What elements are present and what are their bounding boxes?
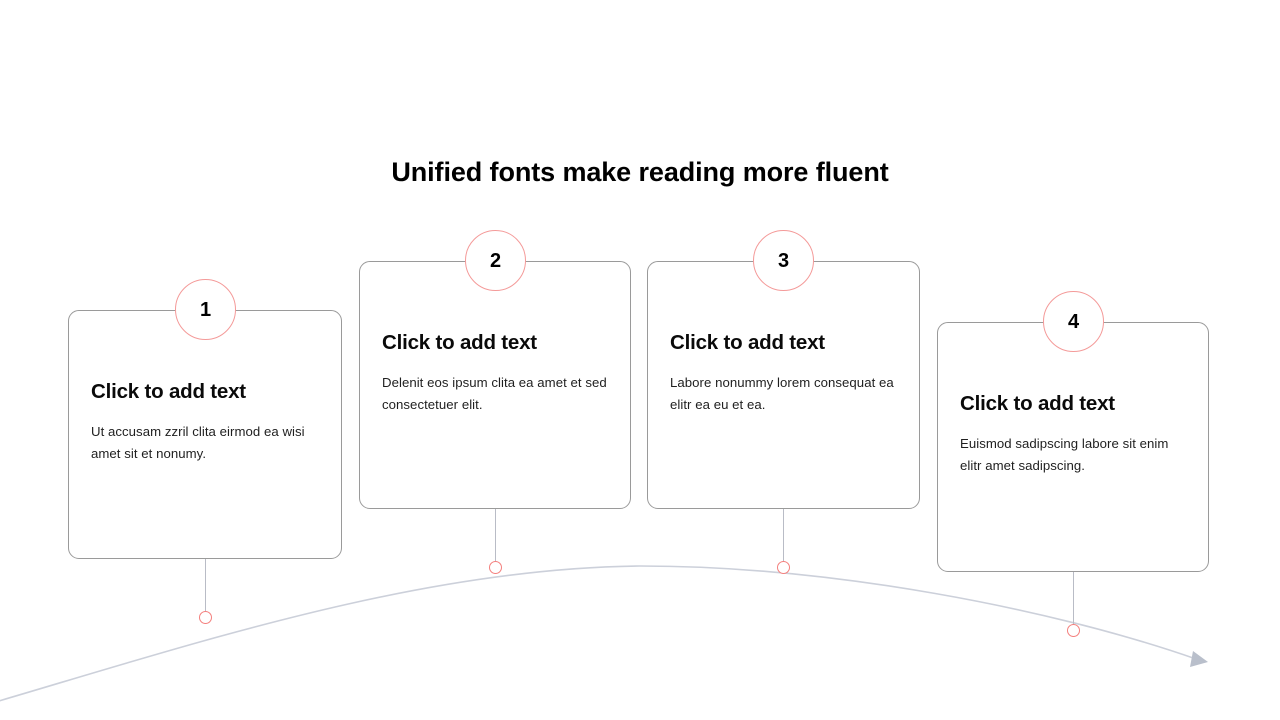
step-card-3-heading: Click to add text — [670, 331, 825, 354]
step-card-1-heading: Click to add text — [91, 380, 246, 403]
connector-line-1 — [205, 559, 206, 619]
arrow-right-icon — [1190, 651, 1208, 667]
step-card-2-heading: Click to add text — [382, 331, 537, 354]
connector-line-3 — [783, 509, 784, 569]
step-card-4-heading: Click to add text — [960, 392, 1115, 415]
step-card-3[interactable]: Click to add text Labore nonummy lorem c… — [647, 261, 920, 509]
step-badge-1-number: 1 — [199, 298, 212, 321]
timeline-node-icon-4 — [1067, 624, 1080, 637]
step-badge-4: 4 — [1043, 291, 1104, 352]
step-card-3-body: Labore nonummy lorem consequat ea elitr … — [670, 375, 894, 412]
step-card-4[interactable]: Click to add text Euismod sadipscing lab… — [937, 322, 1209, 572]
step-card-1[interactable]: Click to add text Ut accusam zzril clita… — [68, 310, 342, 559]
step-badge-3-number: 3 — [777, 249, 790, 272]
step-badge-2: 2 — [465, 230, 526, 291]
connector-line-2 — [495, 509, 496, 569]
timeline-node-icon-2 — [489, 561, 502, 574]
step-card-2-body: Delenit eos ipsum clita ea amet et sed c… — [382, 375, 607, 412]
timeline-node-icon-1 — [199, 611, 212, 624]
step-badge-1: 1 — [175, 279, 236, 340]
step-badge-2-number: 2 — [489, 249, 502, 272]
step-card-1-body: Ut accusam zzril clita eirmod ea wisi am… — [91, 424, 305, 461]
step-card-4-body: Euismod sadipscing labore sit enim elitr… — [960, 436, 1169, 473]
timeline-node-icon-3 — [777, 561, 790, 574]
step-card-2[interactable]: Click to add text Delenit eos ipsum clit… — [359, 261, 631, 509]
page-title: Unified fonts make reading more fluent — [391, 157, 889, 187]
step-badge-3: 3 — [753, 230, 814, 291]
connector-line-4 — [1073, 572, 1074, 632]
step-badge-4-number: 4 — [1067, 310, 1080, 333]
